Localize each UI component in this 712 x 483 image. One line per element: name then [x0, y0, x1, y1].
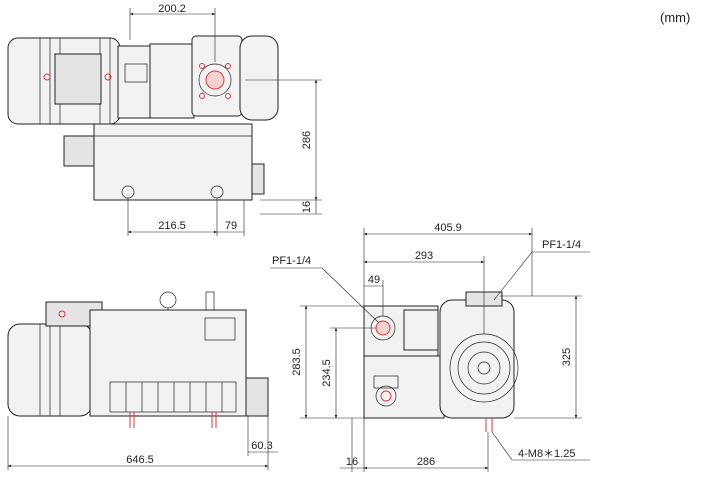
dim-side-length: 646.5 [126, 454, 154, 466]
dim-top-height: 286 [301, 131, 313, 149]
dim-front-port-offset: 49 [368, 274, 380, 286]
side-nameplate [204, 317, 236, 341]
dim-front-base: 286 [417, 456, 435, 468]
front-port-red [375, 320, 391, 336]
dim-front-width: 405.9 [434, 222, 462, 234]
dim-front-height-total: 283.5 [291, 348, 303, 376]
side-view: 646.5 60.3 [7, 291, 278, 470]
label-port-right: PF1-1/4 [542, 239, 581, 251]
dim-front-left-offset: 16 [346, 456, 358, 468]
top-port-red [205, 70, 225, 90]
front-port-flange [403, 309, 439, 351]
top-side-valve [251, 163, 265, 195]
dim-top-base-right: 79 [225, 220, 237, 232]
label-bolt-spec: 4-M8＊1.25 [518, 448, 575, 460]
top-pump-head [149, 43, 195, 119]
side-pump-body [89, 309, 247, 417]
top-view: 200.2 286 16 216.5 79 [7, 3, 322, 236]
dim-front-center: 293 [415, 250, 433, 262]
dim-top-base-left: 216.5 [158, 220, 186, 232]
dim-front-height-inner: 234.5 [321, 359, 333, 387]
side-lift-eye [159, 291, 177, 309]
side-base-fins [109, 381, 237, 413]
top-terminal-box [54, 53, 102, 105]
top-motor-fins [39, 37, 111, 125]
dim-top-width: 200.2 [158, 3, 186, 15]
side-valve [245, 377, 269, 417]
label-port-left: PF1-1/4 [272, 255, 311, 267]
dim-top-bottom: 16 [301, 201, 313, 213]
top-base-body [93, 123, 253, 201]
top-side-box [63, 135, 95, 167]
front-view: 405.9 293 49 283.5 234.5 325 16 286 PF1-… [270, 222, 590, 472]
front-lower-block [363, 355, 445, 419]
dim-front-motor-height: 325 [561, 348, 573, 366]
unit-label: (mm) [660, 10, 691, 25]
dim-side-offset: 60.3 [251, 440, 272, 452]
top-fan-cover [239, 35, 279, 121]
